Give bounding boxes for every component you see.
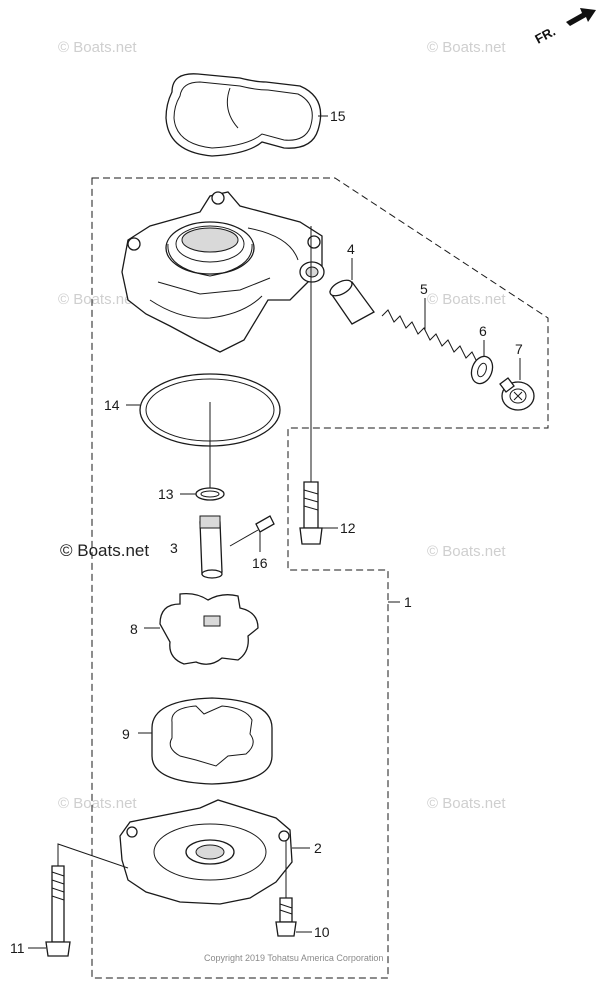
copyright-notice: Copyright 2019 Tohatsu America Corporati… [204,953,383,963]
part-9-outer-rotor [138,697,273,785]
watermark: © Boats.net [427,39,506,56]
callout-1: 1 [404,594,412,610]
part-5-spring [381,298,479,365]
callout-14: 14 [104,397,120,413]
callout-16: 16 [252,555,268,571]
part-12-bolt [299,226,338,545]
part-2-pump-cover [119,799,310,905]
part-14-o-ring [126,373,281,447]
watermark-prominent: © Boats.net [60,541,149,560]
forward-direction-indicator: FR. [532,8,596,47]
part-6-washer [470,340,494,385]
part-10-bolt [275,840,312,937]
part-8-inner-rotor [144,592,259,665]
callout-4: 4 [347,241,355,257]
callout-11: 11 [10,940,25,956]
watermark: © Boats.net [427,543,506,560]
part-16-pin [229,515,275,552]
watermark: © Boats.net [427,291,506,308]
watermark: © Boats.net [427,795,506,812]
pump-housing [121,191,325,353]
callout-9: 9 [122,726,130,742]
callout-10: 10 [314,924,330,940]
callout-3: 3 [170,540,178,556]
callout-2: 2 [314,840,322,856]
watermark: © Boats.net [58,291,137,308]
part-15-gasket [165,73,322,157]
assembly-boundary [91,177,549,979]
part-13-small-o-ring [180,487,225,501]
forward-arrow-icon [566,8,596,26]
callout-7: 7 [515,341,523,357]
callout-8: 8 [130,621,138,637]
callout-5: 5 [420,281,428,297]
direction-label: FR. [532,24,558,47]
part-11-bolt [28,843,129,957]
callout-6: 6 [479,323,487,339]
part-3-shaft [199,515,223,579]
part-7-plug [499,358,535,411]
watermark: © Boats.net [58,39,137,56]
watermark: © Boats.net [58,795,137,812]
callout-15: 15 [330,108,346,124]
callout-13: 13 [158,486,174,502]
part-4-relief-valve [329,258,375,325]
callout-12: 12 [340,520,356,536]
